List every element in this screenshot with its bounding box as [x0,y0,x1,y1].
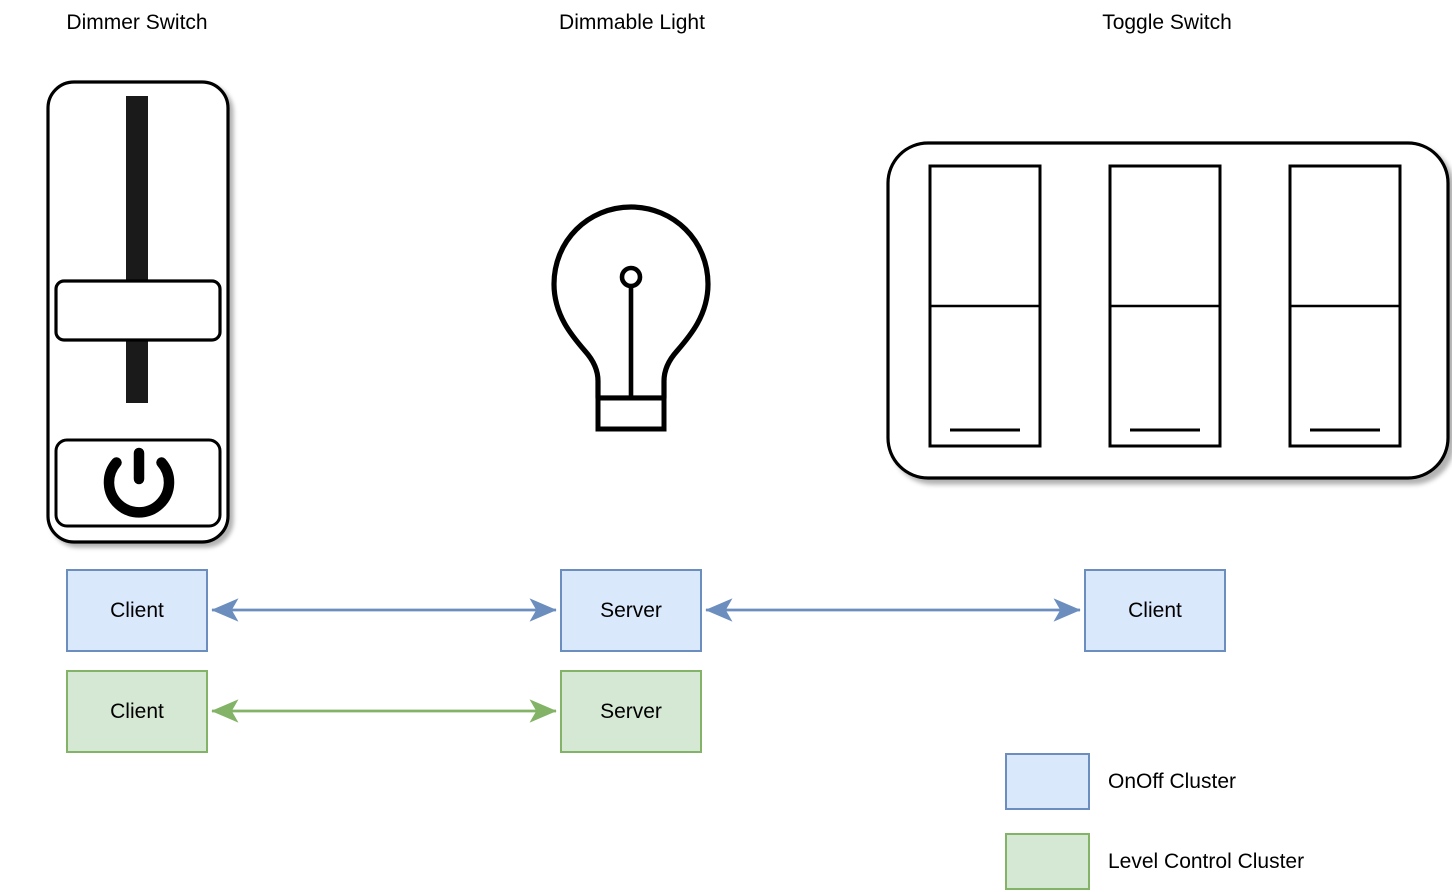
cluster-box-label: Server [600,699,662,723]
lightbulb-filament-node [619,265,643,289]
lightbulb-icon [551,204,711,432]
cluster-box-label: Server [600,598,662,622]
legend-swatch-level-control-cluster [1005,833,1090,890]
dimmer-slider-track [126,96,148,403]
level-control-client-dimmer-switch[interactable]: Client [66,670,208,753]
dimmer-switch-illustration [46,80,230,544]
dimmable-light-illustration [551,204,711,432]
legend-swatch-onoff-cluster [1005,753,1090,810]
rocker-button-3[interactable] [1288,164,1402,448]
dimmer-slider-thumb [54,279,222,342]
cluster-box-label: Client [110,598,164,622]
rocker-button-2[interactable] [1108,164,1222,448]
lightbulb-base [595,395,667,432]
column-title-dimmer-switch: Dimmer Switch [66,11,208,34]
legend-label-onoff-cluster: OnOff Cluster [1108,770,1236,793]
cluster-box-label: Client [1128,598,1182,622]
power-icon [103,447,175,518]
onoff-server-dimmable-light[interactable]: Server [560,569,702,652]
toggle-switch-illustration [886,141,1450,480]
cluster-box-label: Client [110,699,164,723]
onoff-client-toggle-switch[interactable]: Client [1084,569,1226,652]
level-control-server-dimmable-light[interactable]: Server [560,670,702,753]
onoff-client-dimmer-switch[interactable]: Client [66,569,208,652]
rocker-button-1[interactable] [928,164,1042,448]
legend-label-level-control-cluster: Level Control Cluster [1108,850,1305,873]
column-title-dimmable-light: Dimmable Light [559,11,705,34]
column-title-toggle-switch: Toggle Switch [1102,11,1232,34]
